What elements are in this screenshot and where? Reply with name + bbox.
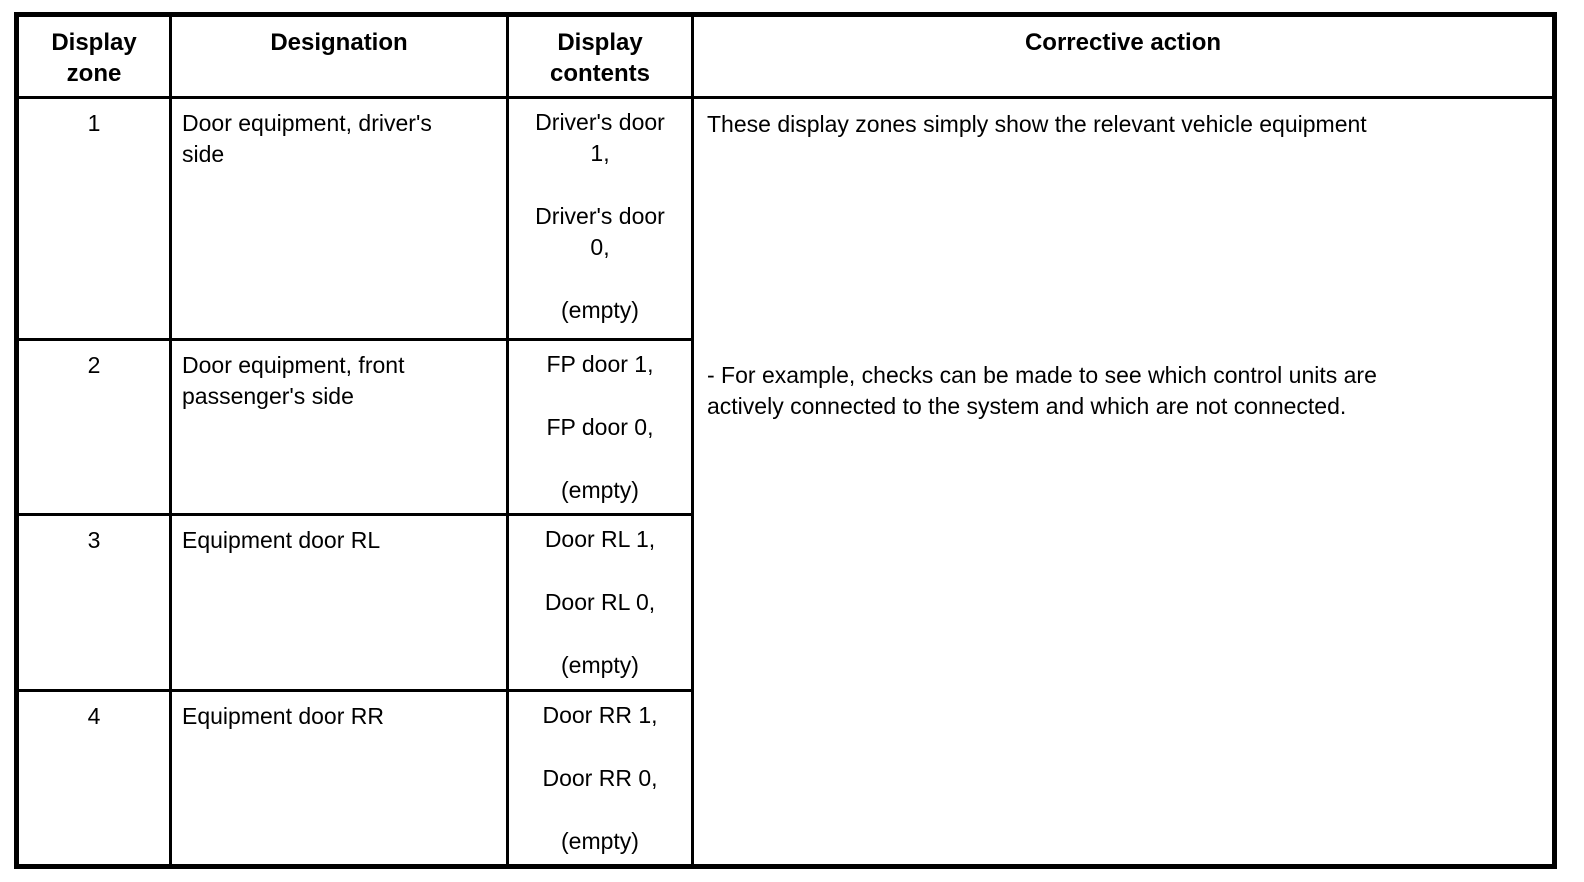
contents-entry: Driver's door 0, (535, 203, 665, 260)
contents-cell: FP door 1, FP door 0, (empty) (506, 338, 694, 516)
contents-entry: Door RL 0, (544, 589, 656, 615)
header-row: Display zone Designation Display content… (15, 13, 1556, 99)
zone-cell: 1 (15, 96, 172, 341)
corrective-paragraph-1: These display zones simply show the rele… (707, 111, 1367, 137)
display-zone-table: Display zone Designation Display content… (14, 12, 1557, 869)
designation-cell: Door equipment, front passenger's side (169, 338, 509, 516)
contents-entry: (empty) (561, 652, 639, 678)
contents-entry: FP door 0, (546, 414, 654, 440)
header-designation: Designation (169, 13, 509, 99)
zone-cell: 3 (15, 513, 172, 692)
designation-cell: Equipment door RL (169, 513, 509, 692)
contents-cell: Driver's door 1, Driver's door 0, (empty… (506, 96, 694, 341)
designation-cell: Door equipment, driver's side (169, 96, 509, 341)
table-row: 1 Door equipment, driver's side Driver's… (15, 96, 1556, 868)
contents-entry: (empty) (561, 828, 639, 854)
contents-entry: (empty) (561, 477, 639, 503)
header-display-contents: Display contents (506, 13, 694, 99)
designation-cell: Equipment door RR (169, 689, 509, 868)
contents-cell: Door RL 1, Door RL 0, (empty) (506, 513, 694, 692)
contents-cell: Door RR 1, Door RR 0, (empty) (506, 689, 694, 868)
contents-entry: Door RR 0, (542, 765, 658, 791)
contents-entry: Door RR 1, (542, 702, 658, 728)
contents-entry: FP door 1, (546, 351, 654, 377)
table-row: 2 Door equipment, front passenger's side… (15, 338, 1555, 516)
contents-entry: Driver's door 1, (535, 109, 665, 166)
table-row: 4 Equipment door RR Door RR 1, Door RR 0… (15, 689, 1555, 868)
table-row: 3 Equipment door RL Door RL 1, Door RL 0… (15, 513, 1555, 692)
corrective-paragraph-2: - For example, checks can be made to see… (707, 362, 1377, 419)
corrective-action-cell: These display zones simply show the rele… (691, 96, 1556, 868)
header-display-zone: Display zone (15, 13, 172, 99)
contents-entry: (empty) (561, 297, 639, 323)
zone-cell: 2 (15, 338, 172, 516)
contents-entry: Door RL 1, (544, 526, 656, 552)
header-corrective-action: Corrective action (691, 13, 1556, 99)
zone-cell: 4 (15, 689, 172, 868)
